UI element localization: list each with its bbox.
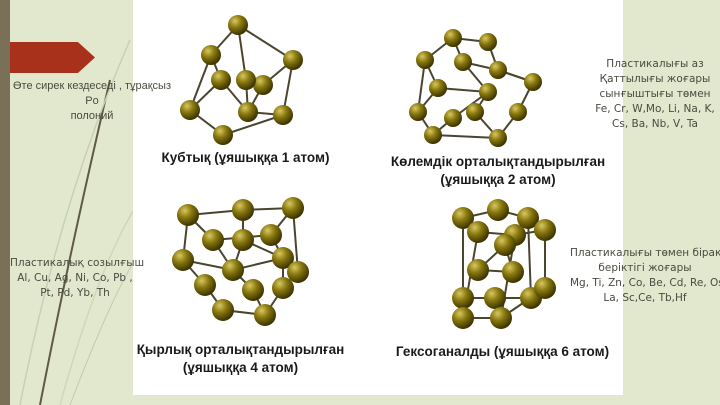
caption-fcc-line1: Қырлық орталықтандырылған xyxy=(136,342,345,357)
note-bottom-right: Пластикалығы төмен бірақ беріктігі жоғар… xyxy=(570,246,720,306)
atom xyxy=(242,279,264,301)
atom xyxy=(534,277,556,299)
atom xyxy=(524,73,542,91)
atom xyxy=(452,207,474,229)
note-line: Пластикалығы төмен бірақ xyxy=(570,247,720,259)
atom xyxy=(489,129,507,147)
note-line: Pt, Pd, Yb, Th xyxy=(40,287,110,299)
atom xyxy=(409,103,427,121)
atom xyxy=(201,45,221,65)
note-line: беріктігі жоғары xyxy=(598,262,692,274)
atom xyxy=(254,304,276,326)
atom xyxy=(238,102,258,122)
atom xyxy=(454,53,472,71)
note-line: Fe, Cr, W,Mo, Li, Na, K, xyxy=(595,103,715,115)
atom xyxy=(424,126,442,144)
atom xyxy=(489,61,507,79)
atom xyxy=(272,277,294,299)
note-line: La, Sc,Ce, Tb,Hf xyxy=(603,292,687,304)
slide-side-bar xyxy=(0,0,10,405)
atom xyxy=(236,70,256,90)
atom xyxy=(479,33,497,51)
atom xyxy=(517,207,539,229)
note-line: Al, Cu, Ag, Ni, Co, Pb , xyxy=(17,272,133,284)
atom xyxy=(177,204,199,226)
note-top-left: Өте сирек кездеседі , тұрақсыз Po полони… xyxy=(12,79,172,124)
atom xyxy=(212,299,234,321)
accent-arrow-shape xyxy=(0,42,95,73)
atom xyxy=(467,259,489,281)
bond xyxy=(237,24,294,61)
caption-fcc-line2: (ұяшыққа 4 атом) xyxy=(182,360,299,375)
atom xyxy=(253,75,273,95)
atom xyxy=(283,50,303,70)
atom xyxy=(232,199,254,221)
atom xyxy=(273,105,293,125)
note-line: Пластикалығы аз xyxy=(606,58,704,70)
atom xyxy=(467,221,489,243)
caption-simple-cubic: Кубтық (ұяшыққа 1 атом) xyxy=(161,150,330,165)
atom xyxy=(180,100,200,120)
atom xyxy=(487,199,509,221)
atom xyxy=(172,249,194,271)
note-line: Po xyxy=(85,95,99,107)
atom xyxy=(213,125,233,145)
caption-bcc-line2: (ұяшыққа 2 атом) xyxy=(440,172,556,187)
atom xyxy=(490,307,512,329)
atom xyxy=(479,83,497,101)
atom xyxy=(452,307,474,329)
atom xyxy=(452,287,474,309)
atom xyxy=(484,287,506,309)
atom xyxy=(466,103,484,121)
atom xyxy=(272,247,294,269)
caption-hcp: Гексоганалды (ұяшыққа 6 атом) xyxy=(395,344,610,359)
caption-fcc: Қырлық орталықтандырылған (ұяшыққа 4 ато… xyxy=(133,341,348,377)
atom xyxy=(232,229,254,251)
atom xyxy=(494,234,516,256)
note-line: сынғыштығы төмен xyxy=(599,88,711,100)
atom xyxy=(260,224,282,246)
note-line: Пластикалық созылғыш xyxy=(10,257,145,269)
caption-bcc-line1: Көлемдік орталықтандырылған xyxy=(390,154,606,169)
hcp-lattice xyxy=(452,199,556,329)
atom xyxy=(228,15,248,35)
note-top-right: Пластикалығы аз Қаттылығы жоғары сынғышт… xyxy=(590,57,720,132)
atom xyxy=(502,261,524,283)
lattice-diagrams xyxy=(172,15,556,329)
atom xyxy=(534,219,556,241)
note-line: Қаттылығы жоғары xyxy=(599,73,711,85)
bond xyxy=(222,114,284,136)
simple-cubic-lattice xyxy=(180,15,303,145)
atom xyxy=(416,51,434,69)
bcc-lattice xyxy=(409,29,542,147)
fcc-lattice xyxy=(172,197,309,326)
note-line: полоний xyxy=(70,110,114,122)
decorative-lines xyxy=(19,39,140,405)
atom xyxy=(282,197,304,219)
atom xyxy=(222,259,244,281)
atom xyxy=(202,229,224,251)
atom xyxy=(194,274,216,296)
atom xyxy=(287,261,309,283)
atom xyxy=(444,29,462,47)
atom xyxy=(429,79,447,97)
atom xyxy=(444,109,462,127)
bond xyxy=(432,134,499,139)
note-line: Өте сирек кездеседі , тұрақсыз xyxy=(13,80,171,92)
note-line: Cs, Ba, Nb, V, Ta xyxy=(612,118,698,130)
caption-bcc: Көлемдік орталықтандырылған (ұяшыққа 2 а… xyxy=(383,153,613,189)
note-line: Mg, Ti, Zn, Co, Be, Cd, Re, Os xyxy=(570,277,720,289)
atom xyxy=(509,103,527,121)
note-bottom-left: Пластикалық созылғыш Al, Cu, Ag, Ni, Co,… xyxy=(10,256,145,301)
atom xyxy=(211,70,231,90)
crystal-lattice-figure: Кубтық (ұяшыққа 1 атом) Көлемдік орталық… xyxy=(133,0,623,395)
bond xyxy=(527,217,532,299)
